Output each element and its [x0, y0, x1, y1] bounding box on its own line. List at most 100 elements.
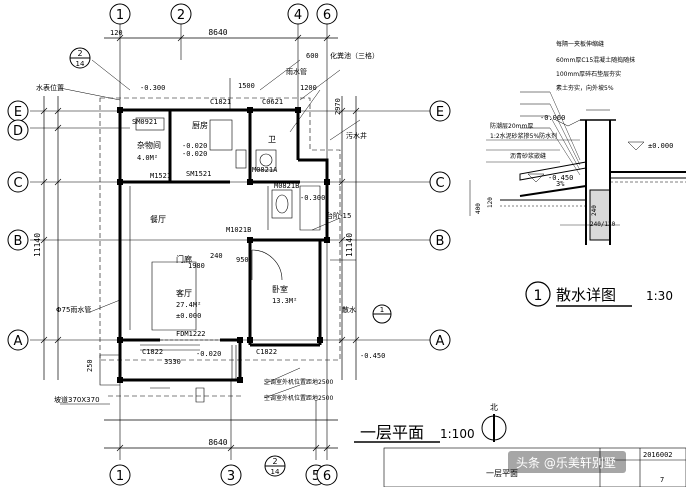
axis-top-1: 1 [109, 3, 131, 25]
axis-bottom-6: 6 [316, 464, 338, 486]
area-bedroom: 13.3M² [272, 297, 297, 305]
label-c1822-b: C1822 [256, 348, 277, 356]
svg-text:B: B [14, 234, 23, 249]
note-ac-2: 空调室外机位置距地2500 [264, 394, 333, 402]
svg-text:A: A [14, 334, 23, 349]
detail-dim-c: 240 [591, 205, 598, 216]
axis-left-C: C [7, 171, 29, 193]
axis-left-E: E [7, 100, 29, 122]
dim-240: 240 [210, 252, 223, 260]
detail-callout-dispersal: 1 散水 [342, 304, 392, 324]
svg-text:B: B [436, 234, 445, 249]
axis-top-2: 2 [170, 3, 192, 25]
dim-1980: 1980 [188, 262, 205, 270]
note-drain: 雨水管 [286, 67, 307, 76]
detail-level-b: ±0.000 [648, 142, 673, 150]
plan-title: 一层平面 [360, 423, 424, 442]
dim-3330: 3330 [164, 358, 181, 366]
svg-text:14: 14 [271, 468, 280, 476]
svg-text:5: 5 [312, 469, 320, 484]
label-c1821: C1821 [210, 98, 231, 106]
dim-side-left: 11140 [33, 233, 42, 257]
dim-overall-top: 8640 [208, 28, 227, 37]
svg-text:4: 4 [294, 8, 302, 23]
svg-text:北: 北 [490, 403, 498, 412]
axis-bottom-1: 1 [109, 464, 131, 486]
dim-1200: 1200 [300, 84, 317, 92]
label-sm0921: SM0921 [132, 118, 157, 126]
axis-top-6: 6 [316, 3, 338, 25]
detail-note-1: 每隔一夹板伸缩缝 [556, 40, 604, 48]
level-kitchen-2: -0.020 [182, 150, 207, 158]
svg-text:1: 1 [534, 288, 543, 304]
note-rain-pipe: Φ75雨水管 [56, 305, 91, 314]
dim-600: 600 [306, 52, 319, 60]
svg-text:14: 14 [76, 60, 85, 68]
dispersal-detail [469, 91, 686, 245]
titleblock-sheet: 7 [660, 476, 664, 484]
note-water-meter: 水表位置 [36, 83, 64, 92]
label-m0821a: M0821A [252, 166, 278, 174]
detail-dim-b: 120 [487, 197, 494, 208]
note-ramp: 坡道370X370 [54, 395, 100, 404]
label-m1521: M1521 [150, 172, 171, 180]
note-ac-1: 空调室外机位置距地2500 [264, 378, 333, 386]
label-fdm1222: FDM1222 [176, 330, 206, 338]
svg-text:头条 @乐美轩别墅: 头条 @乐美轩别墅 [516, 456, 616, 470]
svg-text:2: 2 [77, 49, 82, 58]
label-sm1521: SM1521 [186, 170, 211, 178]
svg-text:散水: 散水 [342, 305, 356, 314]
label-m1021b: M1021B [226, 226, 251, 234]
dim-950: 950 [236, 256, 249, 264]
note-pipe: 污水井 [346, 131, 367, 140]
leader-lines [59, 59, 361, 405]
detail-wall-label: 240/120 [590, 221, 616, 228]
dim-250: 250 [86, 359, 94, 372]
north-arrow-icon: 北 [481, 403, 507, 442]
axis-left-A: A [7, 329, 29, 351]
room-dining: 餐厅 [150, 215, 166, 224]
room-bedroom: 卧室 [272, 284, 288, 294]
detail-level-c: -0.450 [548, 174, 573, 182]
axis-bottom-3: 3 [220, 464, 242, 486]
svg-text:C: C [435, 176, 444, 191]
room-toilet: 卫 [268, 135, 276, 144]
svg-text:1: 1 [116, 8, 124, 23]
titleblock-footer: 一层平面 [486, 469, 518, 478]
area-living: 27.4M² [176, 301, 201, 309]
detail-slope: 3% [556, 180, 565, 188]
svg-text:D: D [13, 124, 23, 139]
level-kitchen: -0.020 [182, 142, 207, 150]
level-main: ±0.000 [176, 312, 201, 320]
svg-text:E: E [436, 105, 444, 120]
detail-note-6: 1:2水泥砂浆掺5%防水剂 [490, 132, 557, 140]
axis-top-4: 4 [287, 3, 309, 25]
dim-120-top: 120 [110, 29, 123, 37]
label-m0821b: M0821B [274, 182, 299, 190]
detail-callout-bottom: 2 14 [264, 455, 286, 477]
svg-text:2: 2 [177, 8, 185, 23]
dim-1500: 1500 [238, 82, 255, 90]
label-c0621: C0621 [262, 98, 283, 106]
level-outside: -0.450 [360, 352, 385, 360]
dim-side-right: 11140 [345, 233, 354, 257]
svg-text:6: 6 [323, 469, 331, 484]
dim-overall-bottom: 8640 [208, 438, 227, 447]
svg-text:散水详图: 散水详图 [556, 286, 616, 304]
axis-left-B: B [7, 229, 29, 251]
detail-note-2: 60mm厚C15混凝土随捣随抹 [556, 56, 635, 64]
svg-text:1: 1 [116, 469, 124, 484]
room-living: 客厅 [176, 288, 192, 298]
detail-note-4: 素土夯实，向外坡5% [556, 84, 614, 92]
eave-outline [99, 97, 341, 397]
label-c1822-a: C1822 [142, 348, 163, 356]
detail-note-5: 防潮层20mm厚 [490, 122, 533, 130]
interior-lines [99, 59, 321, 403]
detail-callout-top: 2 14 [69, 47, 91, 69]
axis-right-C: C [429, 171, 451, 193]
room-utility: 杂物间 [137, 140, 161, 150]
svg-text:6: 6 [323, 8, 331, 23]
svg-text:E: E [14, 105, 22, 120]
titleblock-code: 2016002 [643, 451, 673, 459]
